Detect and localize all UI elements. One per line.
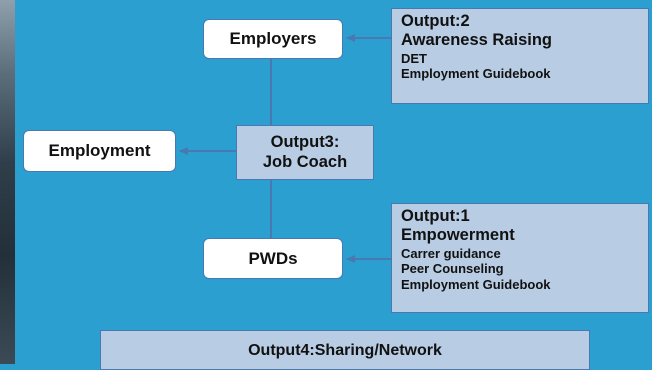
output2-item: DET xyxy=(401,50,427,66)
output1-box: Output:1 Empowerment Carrer guidance Pee… xyxy=(391,203,649,313)
output3-box: Output3: Job Coach xyxy=(236,125,374,180)
output4-label: Output4:Sharing/Network xyxy=(248,342,442,359)
output2-label: Awareness Raising xyxy=(401,31,553,50)
output2-box: Output:2 Awareness Raising DET Employmen… xyxy=(391,8,649,104)
output2-title: Output:2 xyxy=(401,12,470,30)
output1-label: Empowerment xyxy=(401,226,515,245)
output1-item: Peer Counseling xyxy=(401,261,504,277)
employers-label: Employers xyxy=(229,29,317,48)
output4-box: Output4:Sharing/Network xyxy=(100,330,590,370)
output3-title: Output3: xyxy=(270,132,340,151)
pwds-box: PWDs xyxy=(203,238,343,279)
pwds-label: PWDs xyxy=(248,248,298,268)
output3-label: Job Coach xyxy=(262,152,348,171)
employment-label: Employment xyxy=(48,141,151,160)
output2-item: Employment Guidebook xyxy=(401,66,551,82)
output1-item: Employment Guidebook xyxy=(401,276,551,292)
output1-title: Output:1 xyxy=(401,207,470,225)
output1-item: Carrer guidance xyxy=(401,245,501,261)
employment-box: Employment xyxy=(23,130,176,172)
employers-box: Employers xyxy=(203,19,343,59)
left-photo-strip xyxy=(0,0,15,364)
